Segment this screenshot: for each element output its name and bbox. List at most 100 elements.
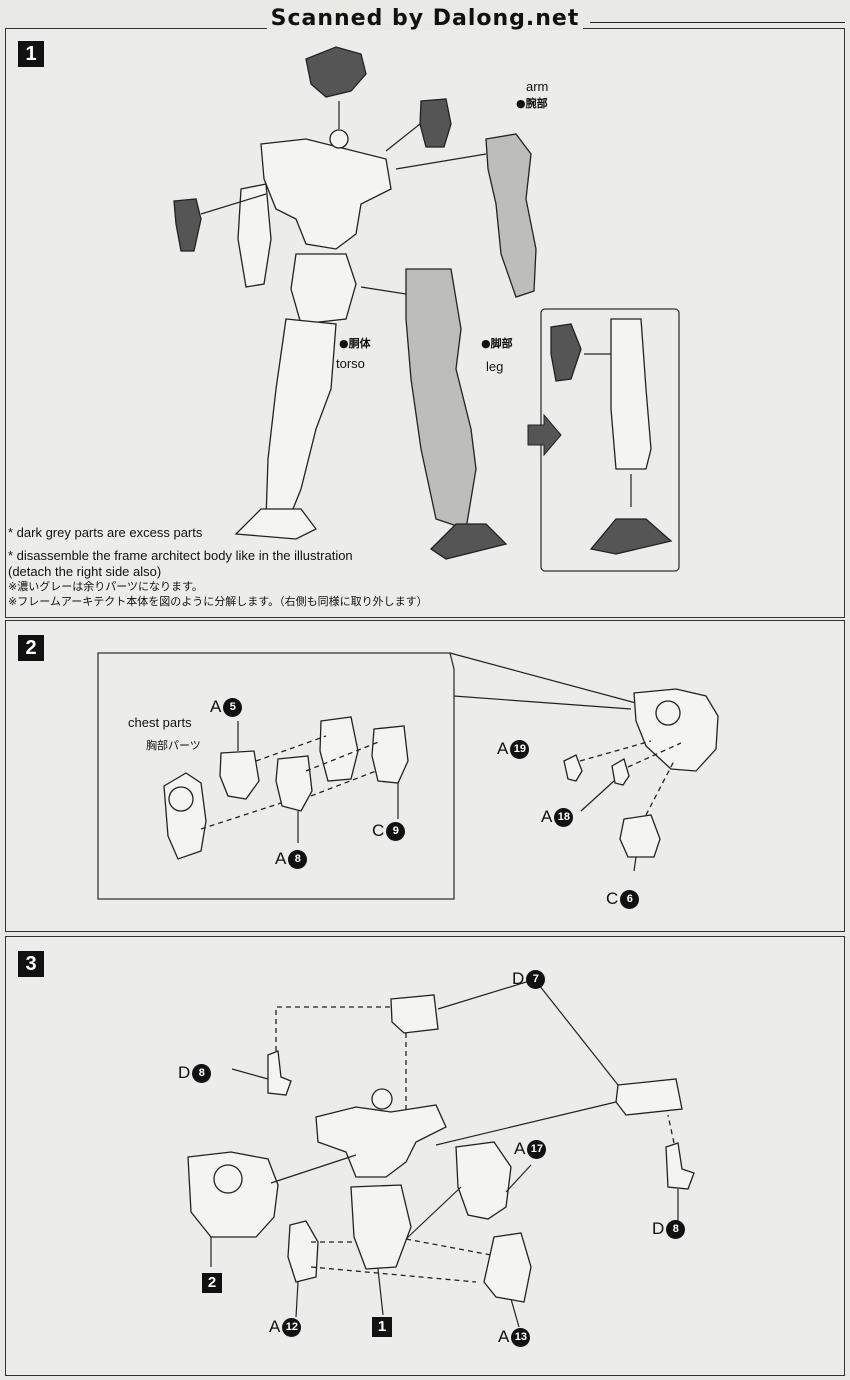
left-shoulder-part — [173, 198, 202, 252]
part-d7-right — [615, 1078, 683, 1116]
step-3-panel: 3 — [5, 936, 845, 1376]
head-part — [305, 46, 367, 98]
step-1-illustration — [173, 46, 680, 572]
note-excess-parts-jp: ※濃いグレーは余りパーツになります。 — [8, 580, 203, 593]
assembled-chest-ring — [655, 700, 681, 726]
note-excess-parts: * dark grey parts are excess parts — [8, 525, 203, 540]
dash-a19 — [579, 740, 652, 762]
step-3-illustration — [187, 978, 695, 1328]
head-ball-joint — [329, 129, 349, 149]
chest-parts-label-en: chest parts — [128, 715, 192, 730]
chest-parts-label-jp: 胸部パーツ — [146, 739, 201, 752]
dash-d8-to-d7 — [275, 1006, 391, 1051]
leg-foot-part — [429, 523, 508, 560]
leader-a18 — [580, 780, 615, 812]
dash-d8-right — [667, 1114, 675, 1144]
dash-a13 — [405, 1238, 492, 1256]
arrow-chest-to-frame — [270, 1154, 357, 1184]
torso-frame — [315, 1104, 447, 1178]
assembled-chest — [633, 688, 719, 772]
note-disassemble: * disassemble the frame architect body l… — [8, 548, 353, 563]
dash-c6 — [645, 760, 675, 816]
arrow-to-leg — [360, 286, 407, 295]
arm-label-en: arm — [526, 79, 549, 94]
arrow-to-shoulder-block — [385, 123, 421, 152]
step-2-illustration — [97, 652, 719, 900]
dash-a5 — [255, 735, 327, 762]
arrow-d7-to-frame — [435, 1101, 617, 1146]
note-disassemble-jp: ※フレームアーキテクト本体を図のように分解します。（右側も同様に取り外します） — [8, 595, 428, 608]
chest-part-ring — [168, 786, 194, 812]
watermark: Scanned by Dalong.net — [0, 6, 850, 31]
dash-a8 — [305, 740, 382, 772]
step-1-number: 1 — [18, 41, 44, 67]
leader-a12 — [295, 1281, 299, 1318]
arrow-to-arm — [395, 153, 487, 170]
note-detach-right: (detach the right side also) — [8, 564, 162, 579]
main-frame-waist — [290, 253, 357, 325]
part-a12 — [287, 1220, 319, 1283]
inset-excess-part — [550, 323, 582, 382]
arrow-to-left-shoulder — [200, 193, 267, 215]
torso-label-en: torso — [336, 356, 365, 371]
inset-leg-part — [610, 318, 652, 470]
leader-a17 — [505, 1164, 532, 1193]
step-3-number: 3 — [18, 951, 44, 977]
part-a13 — [483, 1232, 532, 1303]
part-a19 — [563, 754, 583, 782]
arrow-a17-to-frame — [405, 1186, 462, 1240]
frame-bracket-part — [319, 716, 359, 782]
leader-ref1 — [377, 1268, 384, 1316]
leg-label-jp: ●脚部 — [481, 337, 513, 350]
step-2-number: 2 — [18, 635, 44, 661]
leg-part — [405, 268, 477, 530]
arm-part — [485, 133, 537, 298]
shoulder-block-part — [419, 98, 452, 148]
chest-assembly — [187, 1151, 279, 1238]
part-a8 — [275, 755, 313, 812]
main-frame-left-arm — [237, 183, 272, 288]
dash-a12-low — [310, 1266, 477, 1283]
waist-frame — [350, 1184, 412, 1270]
part-a17 — [455, 1141, 512, 1220]
step-1-reference: 1 — [372, 1317, 392, 1337]
watermark-rule — [590, 22, 845, 23]
step-arrow — [527, 413, 562, 457]
main-frame-torso — [260, 138, 392, 250]
part-a18 — [611, 758, 630, 786]
part-a5 — [219, 750, 260, 800]
torso-label-jp: ●胴体 — [339, 337, 371, 350]
main-frame-leg — [265, 318, 337, 520]
step-1-panel: 1 arm ●腕部 ●胴体 torso — [5, 28, 845, 618]
inset-foot-part — [589, 518, 673, 555]
leader-c6 — [633, 856, 637, 872]
leader-d7 — [538, 984, 619, 1086]
dash-a18 — [627, 742, 682, 768]
part-d8-right — [665, 1142, 695, 1190]
leader-d7-top — [437, 978, 537, 1010]
part-d7-top — [390, 994, 439, 1034]
leader-a13 — [510, 1298, 520, 1328]
leg-label-en: leg — [486, 359, 504, 374]
dash-c9 — [310, 770, 377, 797]
step-2-panel: 2 chest parts — [5, 620, 845, 932]
leader-d8-left — [231, 1068, 269, 1080]
zoom-line-bottom — [453, 695, 632, 710]
head-ball-joint-3 — [371, 1088, 393, 1110]
main-frame-foot — [234, 508, 317, 540]
part-d8-left — [267, 1050, 292, 1096]
arm-label-jp: ●腕部 — [516, 97, 548, 110]
chest-assembly-ring — [213, 1164, 243, 1194]
